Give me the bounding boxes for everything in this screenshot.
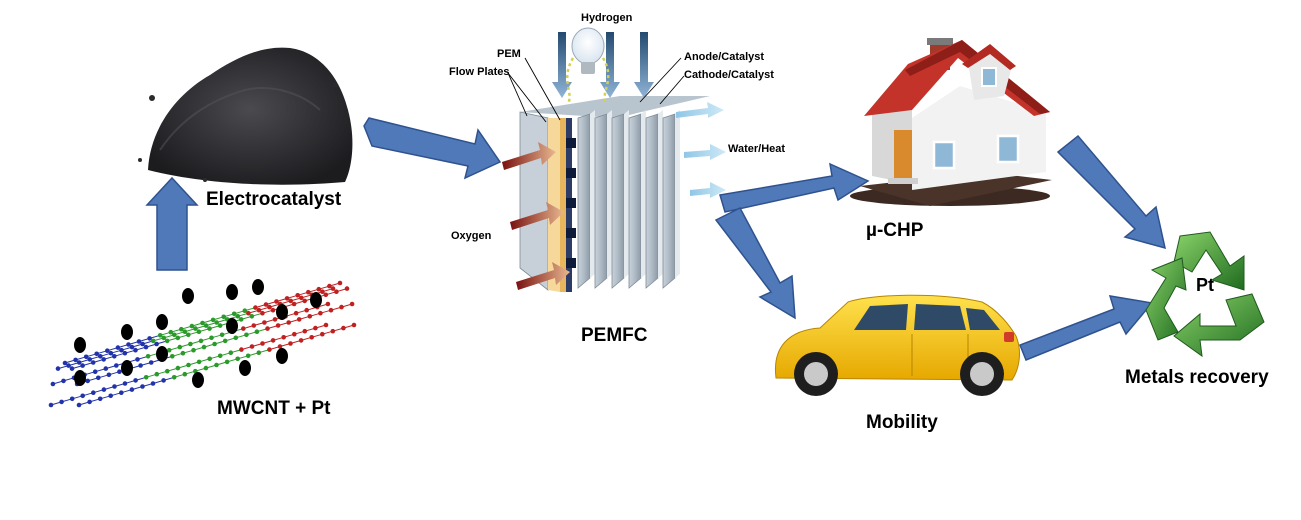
arrow-pemfc-to-mobility xyxy=(714,207,796,320)
arrow-chp-to-recycling xyxy=(1056,134,1166,250)
pt-label: Pt xyxy=(1196,275,1214,295)
pemfc-fuel-cell-image xyxy=(502,27,726,292)
mwcnt-pt-label: MWCNT + Pt xyxy=(217,398,331,419)
flow-plates-label: Flow Plates xyxy=(449,66,510,78)
metals-recovery-label: Metals recovery xyxy=(1125,367,1269,388)
cathode-catalyst-label: Cathode/Catalyst xyxy=(684,69,774,81)
water-heat-label: Water/Heat xyxy=(728,143,786,155)
mobility-label: Mobility xyxy=(866,412,938,433)
pem-label: PEM xyxy=(497,48,521,60)
hydrogen-label: Hydrogen xyxy=(581,12,633,24)
arrow-mobility-to-recycling xyxy=(1019,295,1154,361)
mwcnt-nanotube-image xyxy=(48,279,357,408)
car-mobility-image xyxy=(774,294,1020,396)
arrow-mwcnt-to-electrocatalyst xyxy=(145,176,199,271)
flow-arrows xyxy=(145,117,1166,361)
house-chp-image xyxy=(850,38,1052,206)
mu-chp-label: µ-CHP xyxy=(866,220,924,241)
nanotube-lattice xyxy=(48,280,357,408)
electrocatalyst-label: Electrocatalyst xyxy=(206,189,342,210)
arrow-pemfc-to-chp xyxy=(719,162,870,213)
recycle-icon xyxy=(1145,231,1265,358)
pt-nanoparticles xyxy=(74,279,322,388)
flow-plate-fins xyxy=(577,110,680,289)
lightbulb-icon xyxy=(566,27,610,105)
electrocatalyst-powder-image xyxy=(138,47,353,185)
oxygen-label: Oxygen xyxy=(451,230,492,242)
pemfc-label: PEMFC xyxy=(581,325,648,346)
anode-catalyst-label: Anode/Catalyst xyxy=(684,51,765,63)
arrow-electrocatalyst-to-pemfc xyxy=(363,117,502,180)
